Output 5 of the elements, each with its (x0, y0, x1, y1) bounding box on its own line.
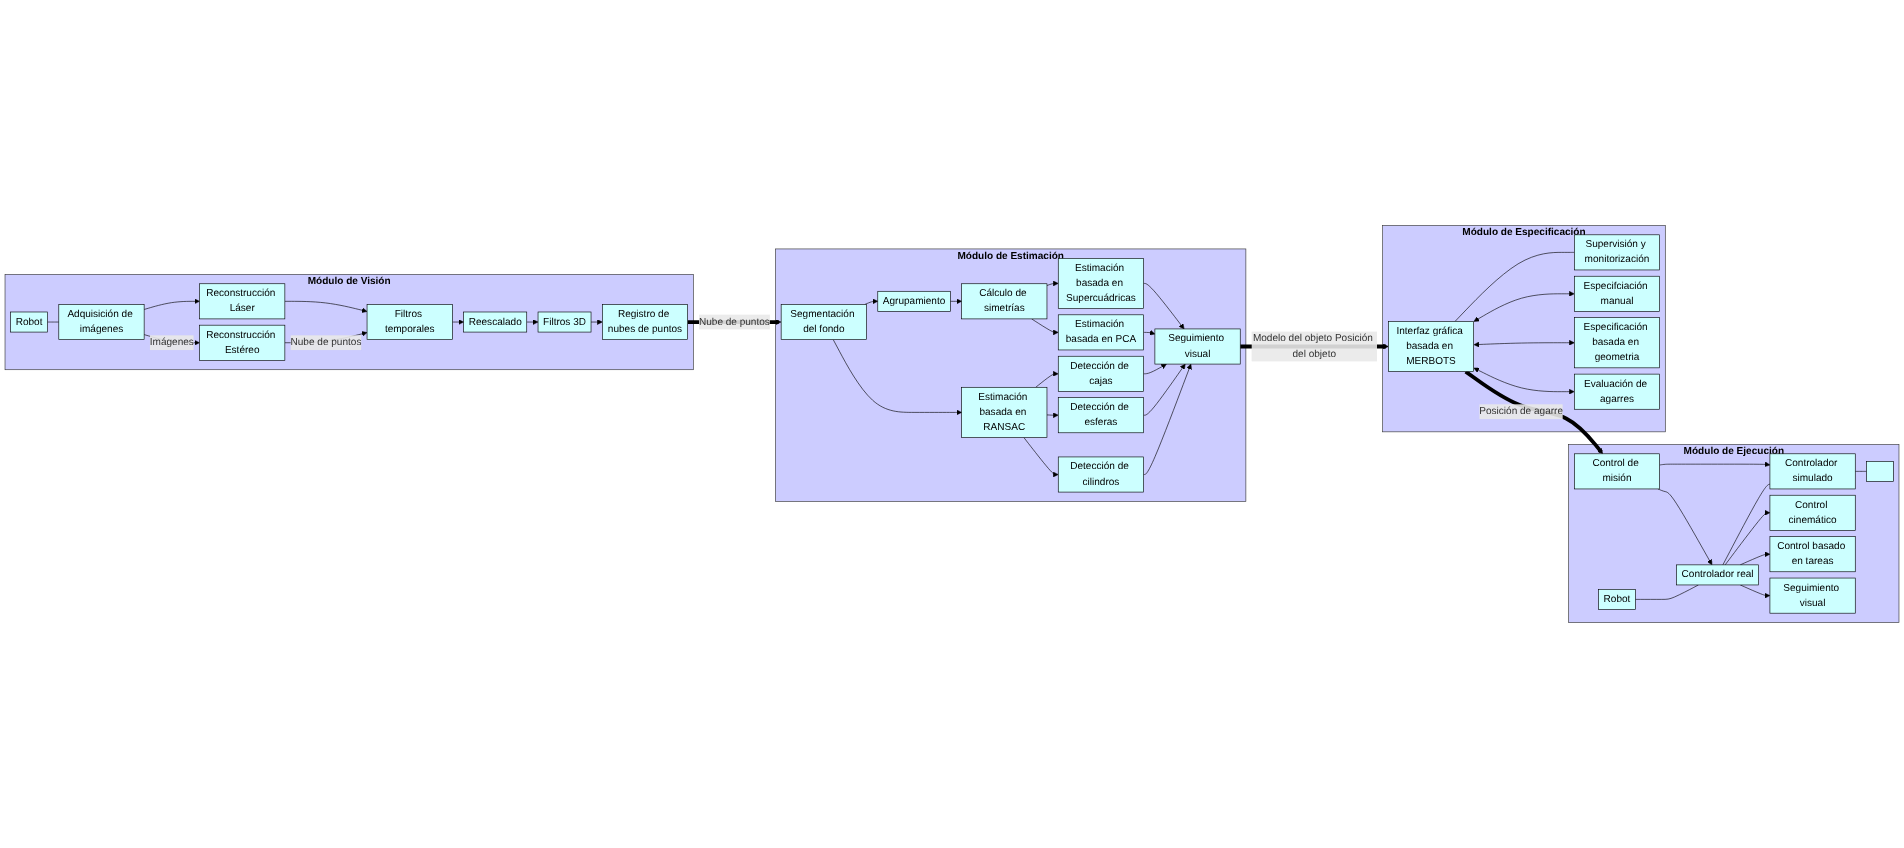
connector (1854, 471, 1867, 472)
arrow (1464, 370, 1603, 455)
connector (1635, 584, 1699, 600)
node-box (1866, 461, 1894, 482)
connector (47, 321, 60, 323)
